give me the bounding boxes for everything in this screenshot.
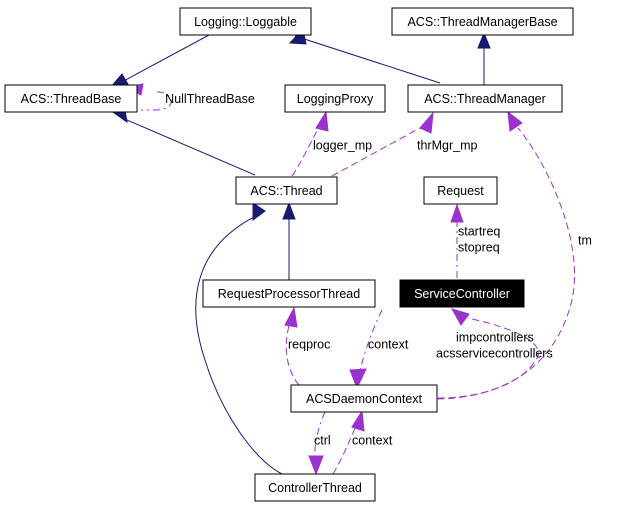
edge-labels: logger_mp thrMgr_mp startreq stopreq tm … bbox=[288, 138, 592, 447]
node-loggingproxy[interactable]: LoggingProxy bbox=[284, 84, 386, 113]
edge-label-reqproc: reqproc bbox=[288, 337, 330, 351]
edge-threadmanager-acsdaemoncontext bbox=[436, 110, 576, 400]
node-acs-threadmanager[interactable]: ACS::ThreadManager bbox=[407, 84, 563, 113]
edge-loggable-threadbase bbox=[108, 34, 210, 89]
diagram-nodes: Logging::Loggable ACS::ThreadManagerBase… bbox=[4, 7, 574, 502]
edge-acsdaemoncontext-controllerthread bbox=[308, 411, 326, 476]
node-label-requestprocessorthread: RequestProcessorThread bbox=[218, 287, 360, 301]
edge-loggable-threadmanager bbox=[288, 27, 441, 84]
node-requestprocessorthread[interactable]: RequestProcessorThread bbox=[202, 279, 376, 308]
usage-edges bbox=[124, 83, 576, 476]
node-label-controllerthread: ControllerThread bbox=[268, 481, 362, 495]
edge-requestprocessorthread-acsdaemoncontext bbox=[284, 306, 300, 386]
node-label-acs-threadmanagerbase: ACS::ThreadManagerBase bbox=[407, 15, 557, 29]
node-label-logging-loggable: Logging::Loggable bbox=[194, 15, 297, 29]
edge-thread-loggingproxy bbox=[291, 110, 329, 177]
node-servicecontroller[interactable]: ServiceController bbox=[399, 279, 525, 308]
node-label-acsdaemoncontext: ACSDaemonContext bbox=[306, 392, 423, 406]
edge-request-servicecontroller bbox=[450, 203, 464, 278]
edge-threadmanagerbase-threadmanager bbox=[477, 31, 491, 85]
edge-label-startreq: startreq bbox=[458, 224, 500, 238]
node-label-acs-threadmanager: ACS::ThreadManager bbox=[424, 92, 546, 106]
edge-threadbase-thread bbox=[108, 109, 256, 176]
edge-label-context-controllerthread: context bbox=[352, 433, 393, 447]
edge-acsdaemoncontext-servicecontroller bbox=[437, 308, 539, 399]
node-controllerthread[interactable]: ControllerThread bbox=[254, 473, 376, 502]
node-acs-thread[interactable]: ACS::Thread bbox=[235, 176, 338, 205]
edge-thread-threadmanager bbox=[331, 111, 434, 177]
node-label-servicecontroller: ServiceController bbox=[414, 287, 510, 301]
edge-thread-requestprocessorthread bbox=[282, 201, 296, 280]
edge-label-logger-mp: logger_mp bbox=[313, 138, 372, 152]
node-nullthreadbase[interactable]: NullThreadBase bbox=[158, 85, 262, 112]
edge-label-thrmgr-mp: thrMgr_mp bbox=[417, 138, 477, 152]
edge-label-ctrl: ctrl bbox=[314, 433, 331, 447]
edge-controllerthread-acsdaemoncontext bbox=[332, 409, 365, 475]
node-label-acs-threadbase: ACS::ThreadBase bbox=[21, 92, 122, 106]
node-acs-threadmanagerbase[interactable]: ACS::ThreadManagerBase bbox=[391, 7, 574, 36]
node-acsdaemoncontext[interactable]: ACSDaemonContext bbox=[290, 384, 438, 413]
node-logging-loggable[interactable]: Logging::Loggable bbox=[179, 7, 312, 36]
edge-label-tm: tm bbox=[578, 233, 592, 247]
node-acs-threadbase[interactable]: ACS::ThreadBase bbox=[4, 84, 138, 113]
edge-label-stopreq: stopreq bbox=[458, 240, 500, 254]
edge-servicecontroller-acsdaemoncontext bbox=[349, 309, 383, 390]
edge-label-context-servicecontroller: context bbox=[368, 337, 409, 351]
node-label-loggingproxy: LoggingProxy bbox=[297, 92, 374, 106]
node-label-acs-thread: ACS::Thread bbox=[250, 184, 322, 198]
node-request[interactable]: Request bbox=[423, 176, 498, 205]
edge-label-impcontrollers: impcontrollers bbox=[456, 330, 534, 344]
node-label-nullthreadbase: NullThreadBase bbox=[165, 92, 255, 106]
node-label-request: Request bbox=[437, 184, 484, 198]
edge-label-acsservicecontrollers: acsservicecontrollers bbox=[436, 346, 553, 360]
edge-thread-controllerthread bbox=[195, 202, 283, 475]
